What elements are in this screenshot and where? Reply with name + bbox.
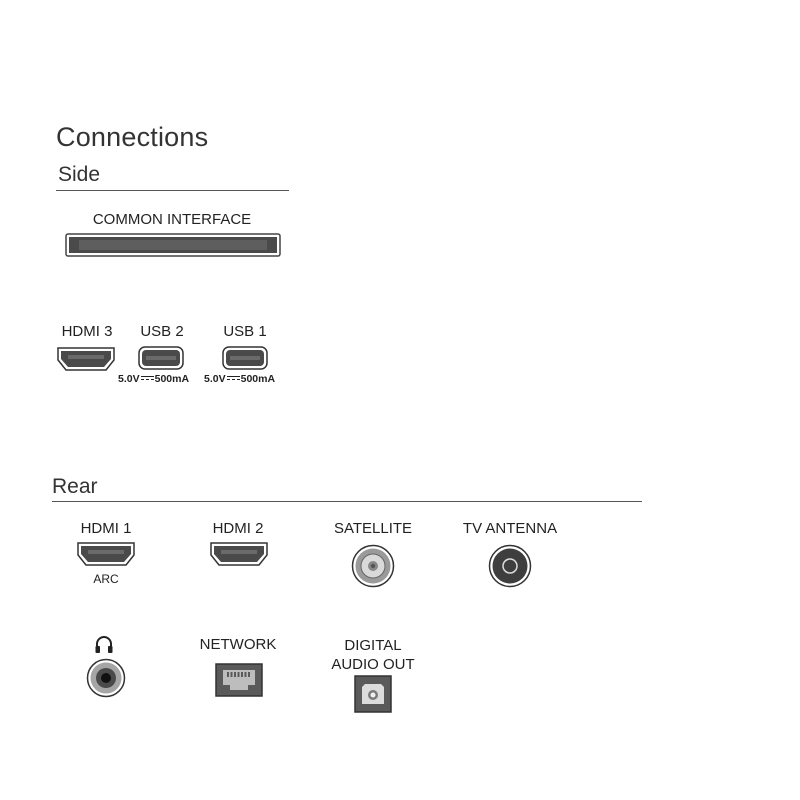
hdmi2-label: HDMI 2 [212, 520, 264, 537]
page-title: Connections [56, 122, 209, 152]
rear-heading: Rear [52, 475, 98, 498]
rear-divider [52, 501, 642, 502]
usb2-label: USB 2 [140, 323, 184, 340]
tv-antenna-port [488, 544, 532, 588]
dc-symbol-icon [140, 376, 154, 384]
satellite-label: SATELLITE [333, 520, 413, 537]
headphones-icon [93, 634, 115, 656]
common-interface-slot [65, 233, 281, 257]
network-label: NETWORK [199, 636, 277, 653]
hdmi3-port [56, 346, 116, 372]
hdmi1-label: HDMI 1 [80, 520, 132, 537]
network-port [215, 663, 263, 697]
common-interface-label: COMMON INTERFACE [92, 211, 252, 228]
hdmi3-label: HDMI 3 [61, 323, 113, 340]
side-divider [56, 190, 289, 191]
digital-audio-out-label: DIGITAL AUDIO OUT [318, 636, 428, 674]
digital-audio-out-label-line2: AUDIO OUT [331, 656, 415, 673]
headphone-jack [86, 658, 126, 698]
hdmi1-port [76, 541, 136, 567]
tv-antenna-label: TV ANTENNA [462, 520, 558, 537]
hdmi1-arc-label: ARC [93, 572, 119, 586]
side-heading: Side [58, 163, 101, 186]
dc-symbol-icon [226, 376, 240, 384]
usb1-label: USB 1 [223, 323, 267, 340]
optical-audio-port [354, 675, 392, 713]
hdmi2-port [209, 541, 269, 567]
usb2-port [138, 346, 184, 370]
usb1-port [222, 346, 268, 370]
digital-audio-out-label-line1: DIGITAL [344, 637, 402, 654]
satellite-port [351, 544, 395, 588]
